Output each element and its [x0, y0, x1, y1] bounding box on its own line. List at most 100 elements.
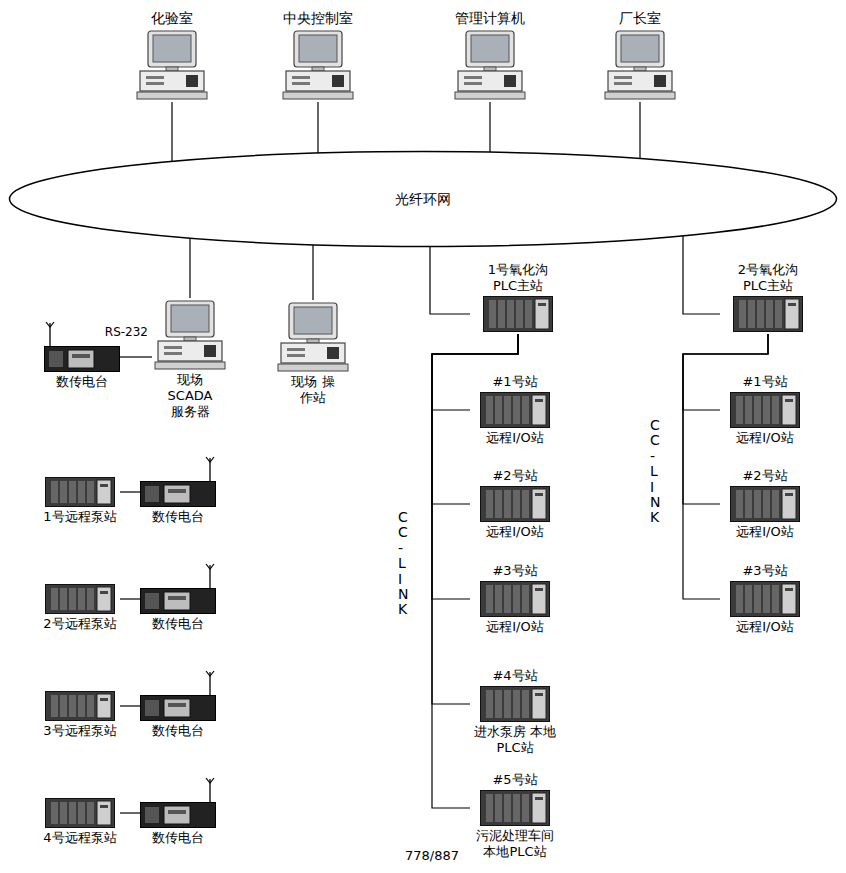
page-number: 778/887: [405, 848, 459, 863]
plc-icon: [733, 296, 803, 332]
bus-label: CC-LINK: [650, 418, 656, 526]
node-label: 2号氧化沟 PLC主站: [727, 262, 809, 294]
plc-icon: [480, 790, 550, 826]
node-label: 1号氧化沟 PLC主站: [477, 262, 559, 294]
plc-master-station: 1号氧化沟 PLC主站: [470, 262, 566, 334]
remote-pump-station: 4号远程泵站: [40, 796, 120, 846]
plc-icon: [45, 798, 115, 828]
plc-icon: [45, 691, 115, 721]
connector: [120, 356, 152, 357]
node-label: 4号远程泵站: [40, 830, 120, 846]
connector: [120, 812, 140, 813]
plc-icon: [480, 392, 550, 428]
radio-modem: 数传电台: [140, 667, 216, 739]
node-label: 1号远程泵站: [40, 509, 120, 525]
computer-icon: [604, 30, 676, 100]
plc-slave-station: #3号站远程I/O站: [720, 563, 810, 635]
computer-station: 现场 操作站: [275, 300, 351, 406]
bus-label: CC-LINK: [398, 510, 404, 618]
network-label: 光纤环网: [8, 150, 838, 248]
connector: [683, 236, 720, 314]
radio-modem: 数传电台: [140, 774, 216, 846]
node-label: #2号站: [470, 468, 560, 484]
node-label: 现场 SCADA 服务器: [161, 372, 219, 420]
node-label: 数传电台: [140, 830, 216, 846]
node-label: 远程I/O站: [720, 430, 810, 446]
node-label: 远程I/O站: [470, 430, 560, 446]
node-label: 远程I/O站: [470, 524, 560, 540]
connector: [317, 102, 318, 153]
connector: [120, 491, 140, 492]
plc-slave-station: #1号站远程I/O站: [720, 374, 810, 446]
plc-slave-station: #3号站远程I/O站: [470, 563, 560, 635]
node-label: 数传电台: [140, 616, 216, 632]
node-label: 化验室: [132, 8, 212, 28]
node-label: #1号站: [470, 374, 560, 390]
connector: [120, 598, 140, 599]
node-label: 进水泵房 本地PLC站: [470, 724, 560, 756]
plc-slave-station: #5号站污泥处理车间 本地PLC站: [470, 772, 560, 860]
node-label: 远程I/O站: [720, 524, 810, 540]
plc-slave-station: #1号站远程I/O站: [470, 374, 560, 446]
radio-icon: [140, 776, 216, 828]
connector: [312, 245, 313, 300]
computer-icon: [154, 300, 226, 370]
plc-slave-station: #2号站远程I/O站: [720, 468, 810, 540]
remote-pump-station: 1号远程泵站: [40, 475, 120, 525]
computer-icon: [136, 30, 208, 100]
node-label: 2号远程泵站: [40, 616, 120, 632]
computer-icon: [277, 302, 349, 372]
radio-modem: 数传电台: [140, 453, 216, 525]
connector: [171, 102, 172, 161]
computer-station: 现场 SCADA 服务器: [152, 298, 228, 420]
plc-icon: [730, 581, 800, 617]
radio-icon: [140, 562, 216, 614]
node-label: #3号站: [720, 563, 810, 579]
node-label: 数传电台: [44, 374, 120, 390]
radio-modem: 数传电台: [140, 560, 216, 632]
node-label: 数传电台: [140, 723, 216, 739]
remote-pump-station: 3号远程泵站: [40, 689, 120, 739]
computer-station: 管理计算机: [440, 8, 540, 102]
node-label: 数传电台: [140, 509, 216, 525]
connector: [683, 334, 768, 599]
connector: [120, 705, 140, 706]
computer-station: 化验室: [132, 8, 212, 102]
connector: [432, 334, 518, 599]
node-label: 厂长室: [600, 8, 680, 28]
node-label: #2号站: [720, 468, 810, 484]
node-label: 远程I/O站: [470, 619, 560, 635]
fiber-ring-network: 光纤环网: [8, 150, 838, 248]
plc-icon: [480, 486, 550, 522]
connector: [639, 102, 640, 159]
node-label: #1号站: [720, 374, 810, 390]
node-label: #5号站: [470, 772, 560, 788]
connector: [489, 102, 490, 152]
node-label: 现场 操作站: [290, 374, 336, 406]
node-label: #3号站: [470, 563, 560, 579]
node-label: 污泥处理车间 本地PLC站: [470, 828, 560, 860]
computer-icon: [282, 30, 354, 100]
plc-icon: [480, 686, 550, 722]
plc-icon: [480, 581, 550, 617]
computer-icon: [454, 30, 526, 100]
plc-icon: [45, 477, 115, 507]
computer-station: 中央控制室: [268, 8, 368, 102]
interface-label: RS-232: [104, 325, 149, 339]
plc-icon: [730, 392, 800, 428]
remote-pump-station: 2号远程泵站: [40, 582, 120, 632]
radio-icon: [140, 669, 216, 721]
node-label: 中央控制室: [268, 8, 368, 28]
plc-slave-station: #2号站远程I/O站: [470, 468, 560, 540]
plc-master-station: 2号氧化沟 PLC主站: [720, 262, 816, 334]
plc-icon: [483, 296, 553, 332]
node-label: #4号站: [470, 668, 560, 684]
node-label: 3号远程泵站: [40, 723, 120, 739]
computer-station: 厂长室: [600, 8, 680, 102]
connector: [430, 247, 470, 315]
connector: [189, 238, 190, 298]
node-label: 远程I/O站: [720, 619, 810, 635]
node-label: 管理计算机: [440, 8, 540, 28]
plc-icon: [45, 584, 115, 614]
